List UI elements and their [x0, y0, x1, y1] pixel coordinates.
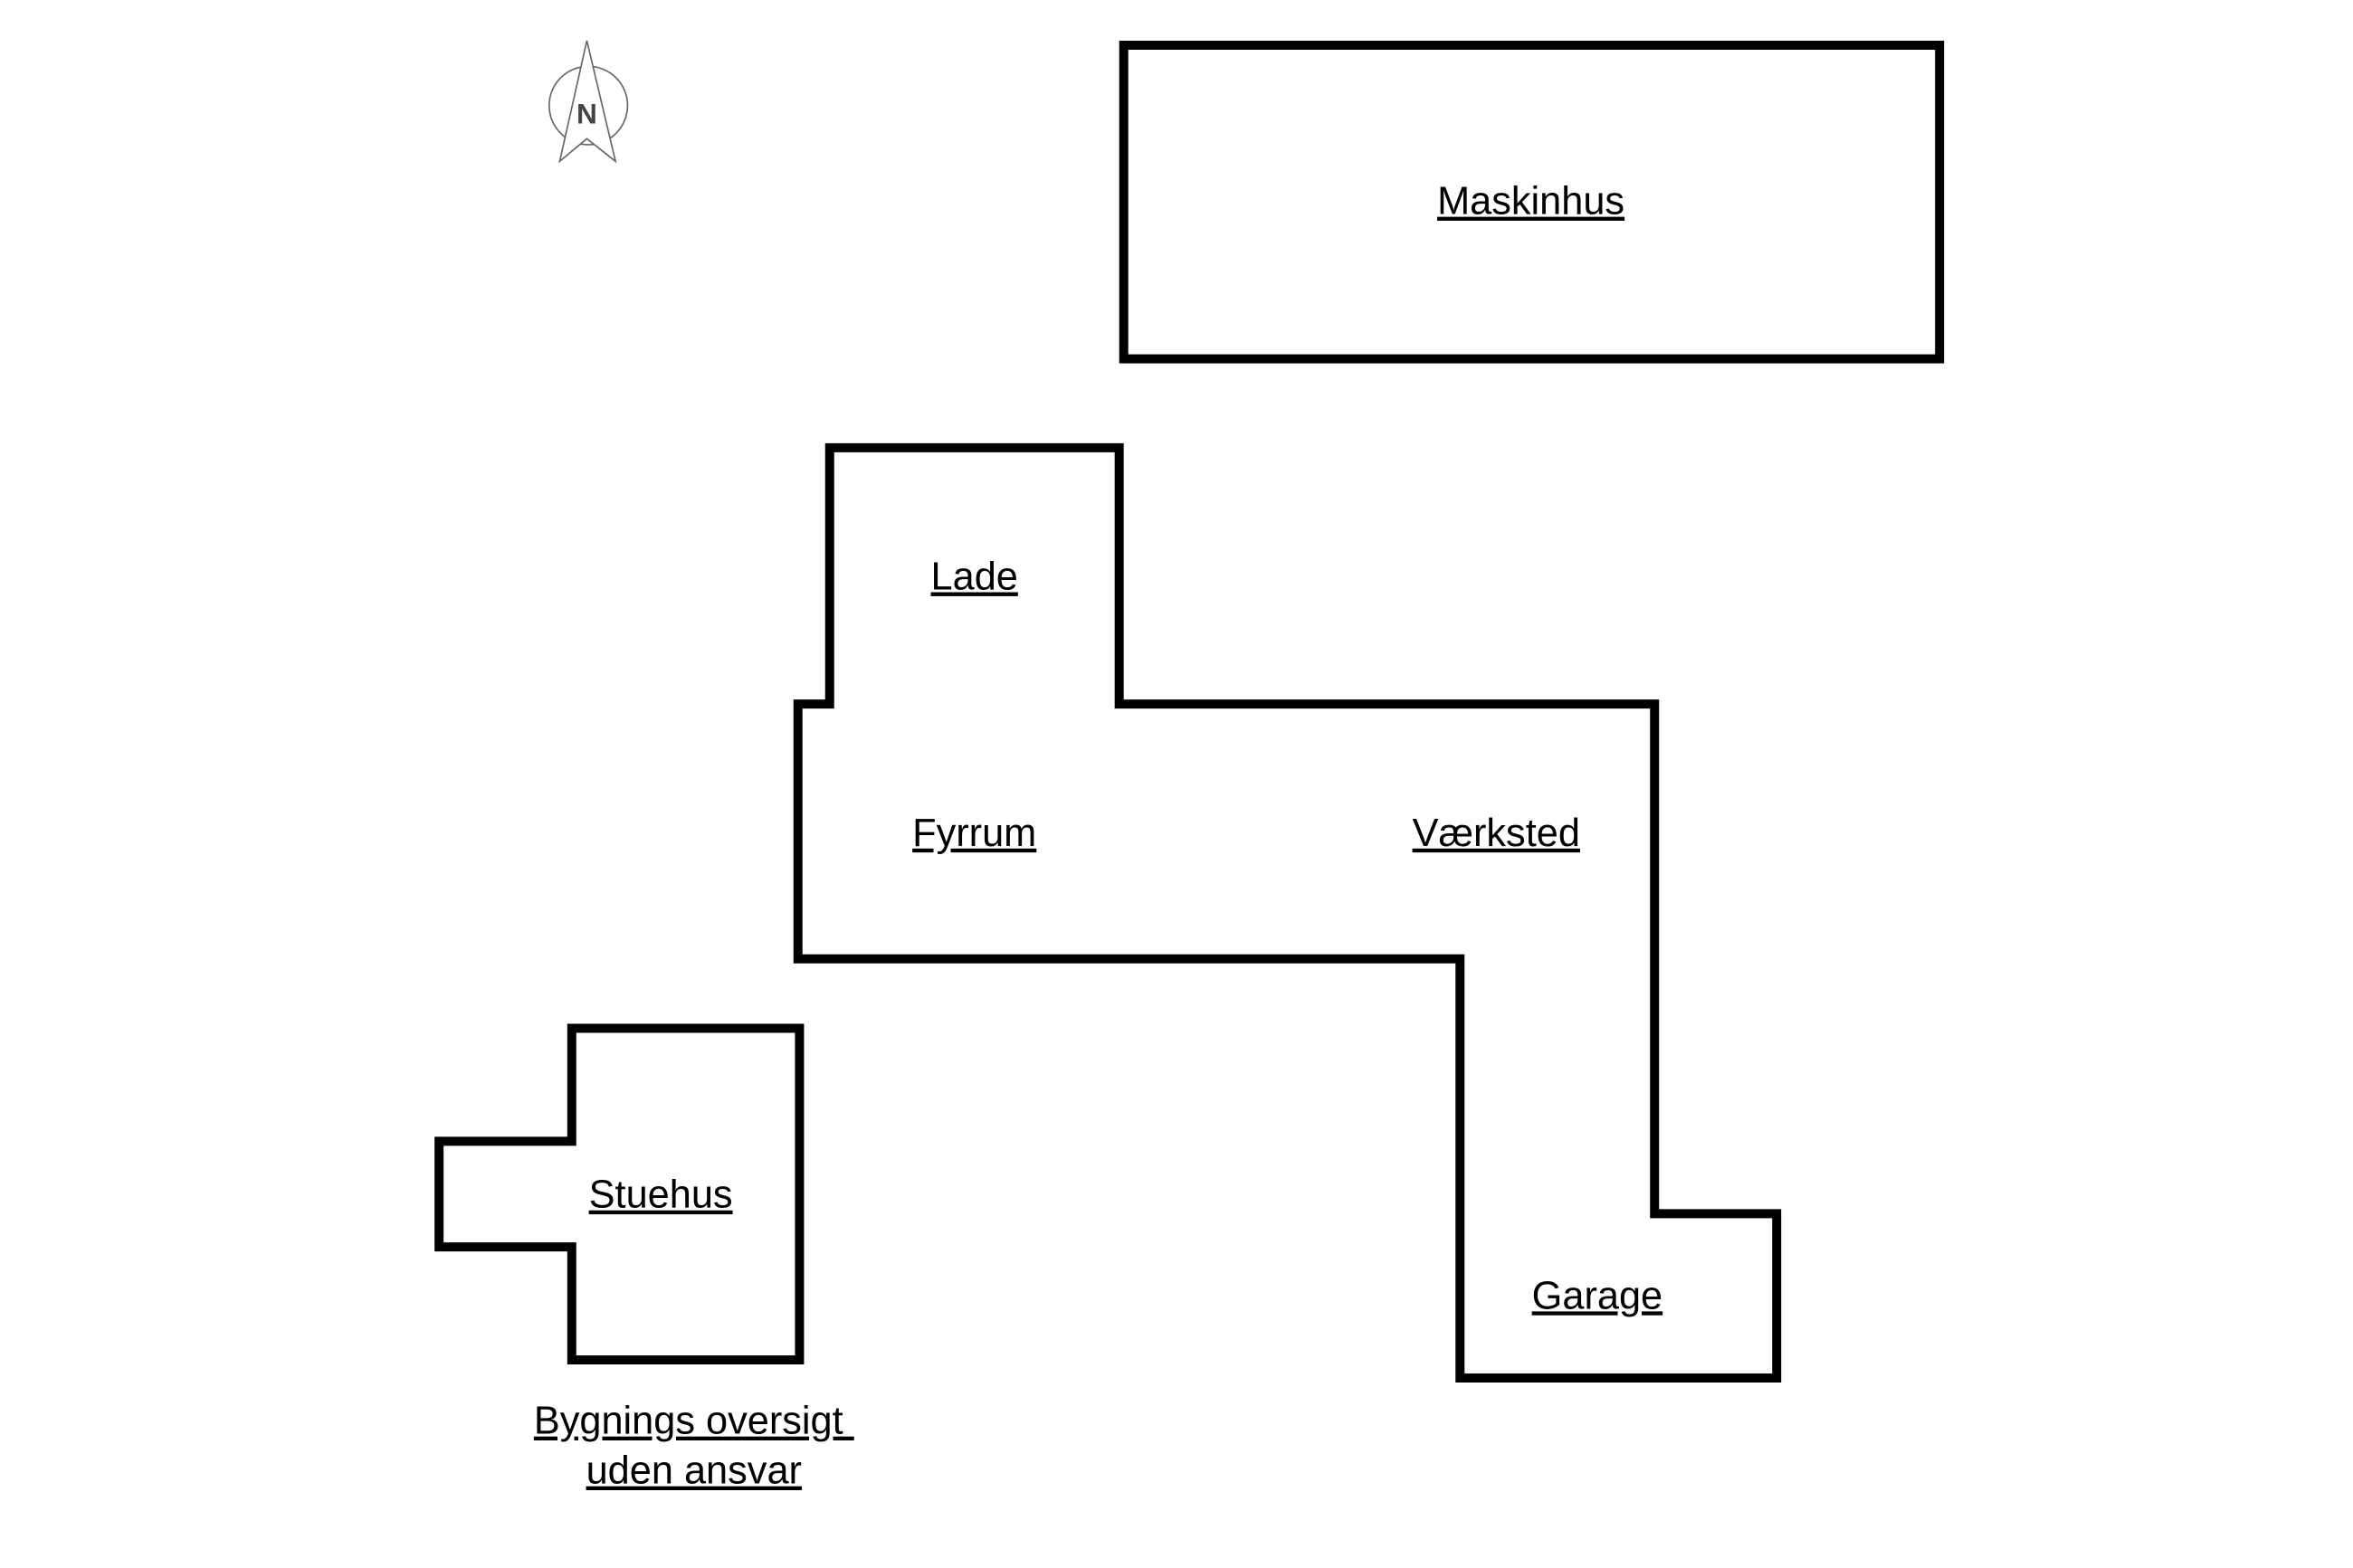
- north-arrow-icon: N: [548, 40, 629, 164]
- building-lade-vaerksted-garage: [793, 442, 1782, 1383]
- note-line-2: uden ansvar: [586, 1449, 802, 1493]
- label-vaerksted: Værksted: [1413, 812, 1580, 855]
- label-stuehus: Stuehus: [589, 1174, 733, 1217]
- compass-letter: N: [576, 98, 597, 130]
- note-line-1: Bygnings oversigt: [534, 1400, 854, 1443]
- label-lade: Lade: [931, 556, 1018, 599]
- label-garage: Garage: [1532, 1274, 1662, 1317]
- label-fyrrum: Fyrrum: [912, 812, 1036, 855]
- building-maskinhus: [1119, 40, 1945, 364]
- building-stuehus: [434, 1023, 805, 1365]
- label-maskinhus: Maskinhus: [1437, 180, 1624, 223]
